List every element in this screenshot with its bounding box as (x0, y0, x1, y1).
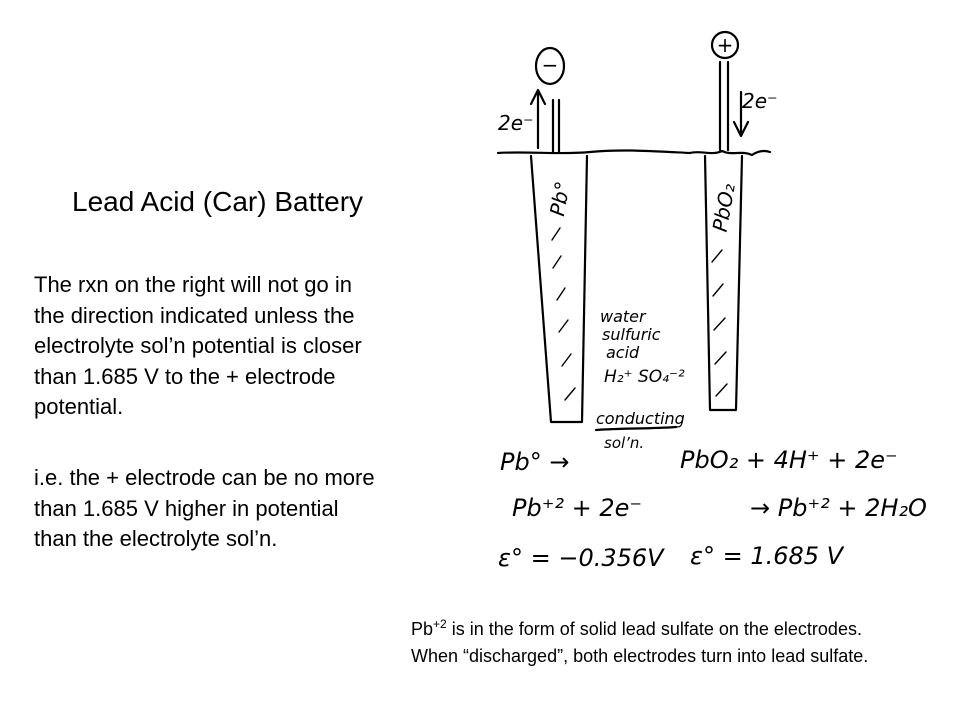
anode-half-reaction: Pb° → Pb⁺² + 2e⁻ ε° = −0.356V (498, 448, 665, 572)
electrolyte-surface-line (496, 149, 772, 157)
left-plate-hatch (551, 227, 576, 401)
solution-note-2: sulfuric (602, 325, 661, 344)
right-plate-outline (703, 154, 744, 412)
footnote: Pb+2 is in the form of solid lead sulfat… (411, 616, 871, 669)
left-lead-wire (551, 98, 561, 154)
conducting-note-2: sol’n. (604, 434, 644, 452)
left-electrode-plate: Pb° (529, 154, 589, 424)
constraint-paragraph: i.e. the + electrode can be no more than… (34, 465, 375, 551)
solution-note-3: acid (606, 343, 640, 362)
anode-reactant: Pb° → (500, 448, 569, 476)
slide-title: Lead Acid (Car) Battery (72, 186, 364, 217)
footnote-text: is in the form of solid lead sulfate on … (411, 619, 869, 666)
negative-terminal-symbol: − (534, 46, 566, 86)
explanation-paragraph: The rxn on the right will not go in the … (34, 272, 362, 419)
right-electrode-plate: PbO₂ (703, 154, 744, 412)
right-plate-hatch (711, 249, 728, 397)
cathode-potential: ε° = 1.685 V (690, 542, 845, 570)
footnote-ion-charge: +2 (433, 617, 447, 631)
negative-sign: − (542, 53, 559, 77)
left-electron-flow: 2e⁻ (498, 88, 561, 154)
solution-note-1: water (600, 307, 647, 326)
anode-potential: ε° = −0.356V (498, 544, 665, 572)
solution-formula: H₂⁺ SO₄⁻² (604, 367, 685, 387)
anode-product: Pb⁺² + 2e⁻ (512, 494, 642, 522)
electrolyte-notes: water sulfuric acid H₂⁺ SO₄⁻² conducting… (594, 307, 685, 452)
positive-sign: + (717, 33, 734, 57)
cathode-product: → Pb⁺² + 2H₂O (750, 494, 927, 522)
right-electron-flow: 2e⁻ (718, 60, 778, 152)
conducting-underline (594, 425, 678, 432)
left-electrode-label: Pb° (545, 179, 575, 217)
positive-circle (710, 30, 740, 60)
up-arrow-head (529, 88, 547, 106)
right-electrode-label: PbO₂ (708, 182, 740, 234)
negative-circle (534, 46, 566, 86)
left-plate-outline (529, 154, 589, 424)
right-lead-wire (718, 60, 730, 152)
left-electron-label: 2e⁻ (498, 111, 534, 135)
conducting-note: conducting (596, 409, 685, 428)
cathode-reactant: PbO₂ + 4H⁺ + 2e⁻ (680, 446, 898, 474)
positive-terminal-symbol: + (710, 30, 740, 60)
right-electron-label: 2e⁻ (742, 89, 778, 113)
down-arrow-head (732, 120, 750, 138)
footnote-ion: Pb (411, 619, 434, 639)
cathode-half-reaction: PbO₂ + 4H⁺ + 2e⁻ → Pb⁺² + 2H₂O ε° = 1.68… (680, 446, 927, 570)
